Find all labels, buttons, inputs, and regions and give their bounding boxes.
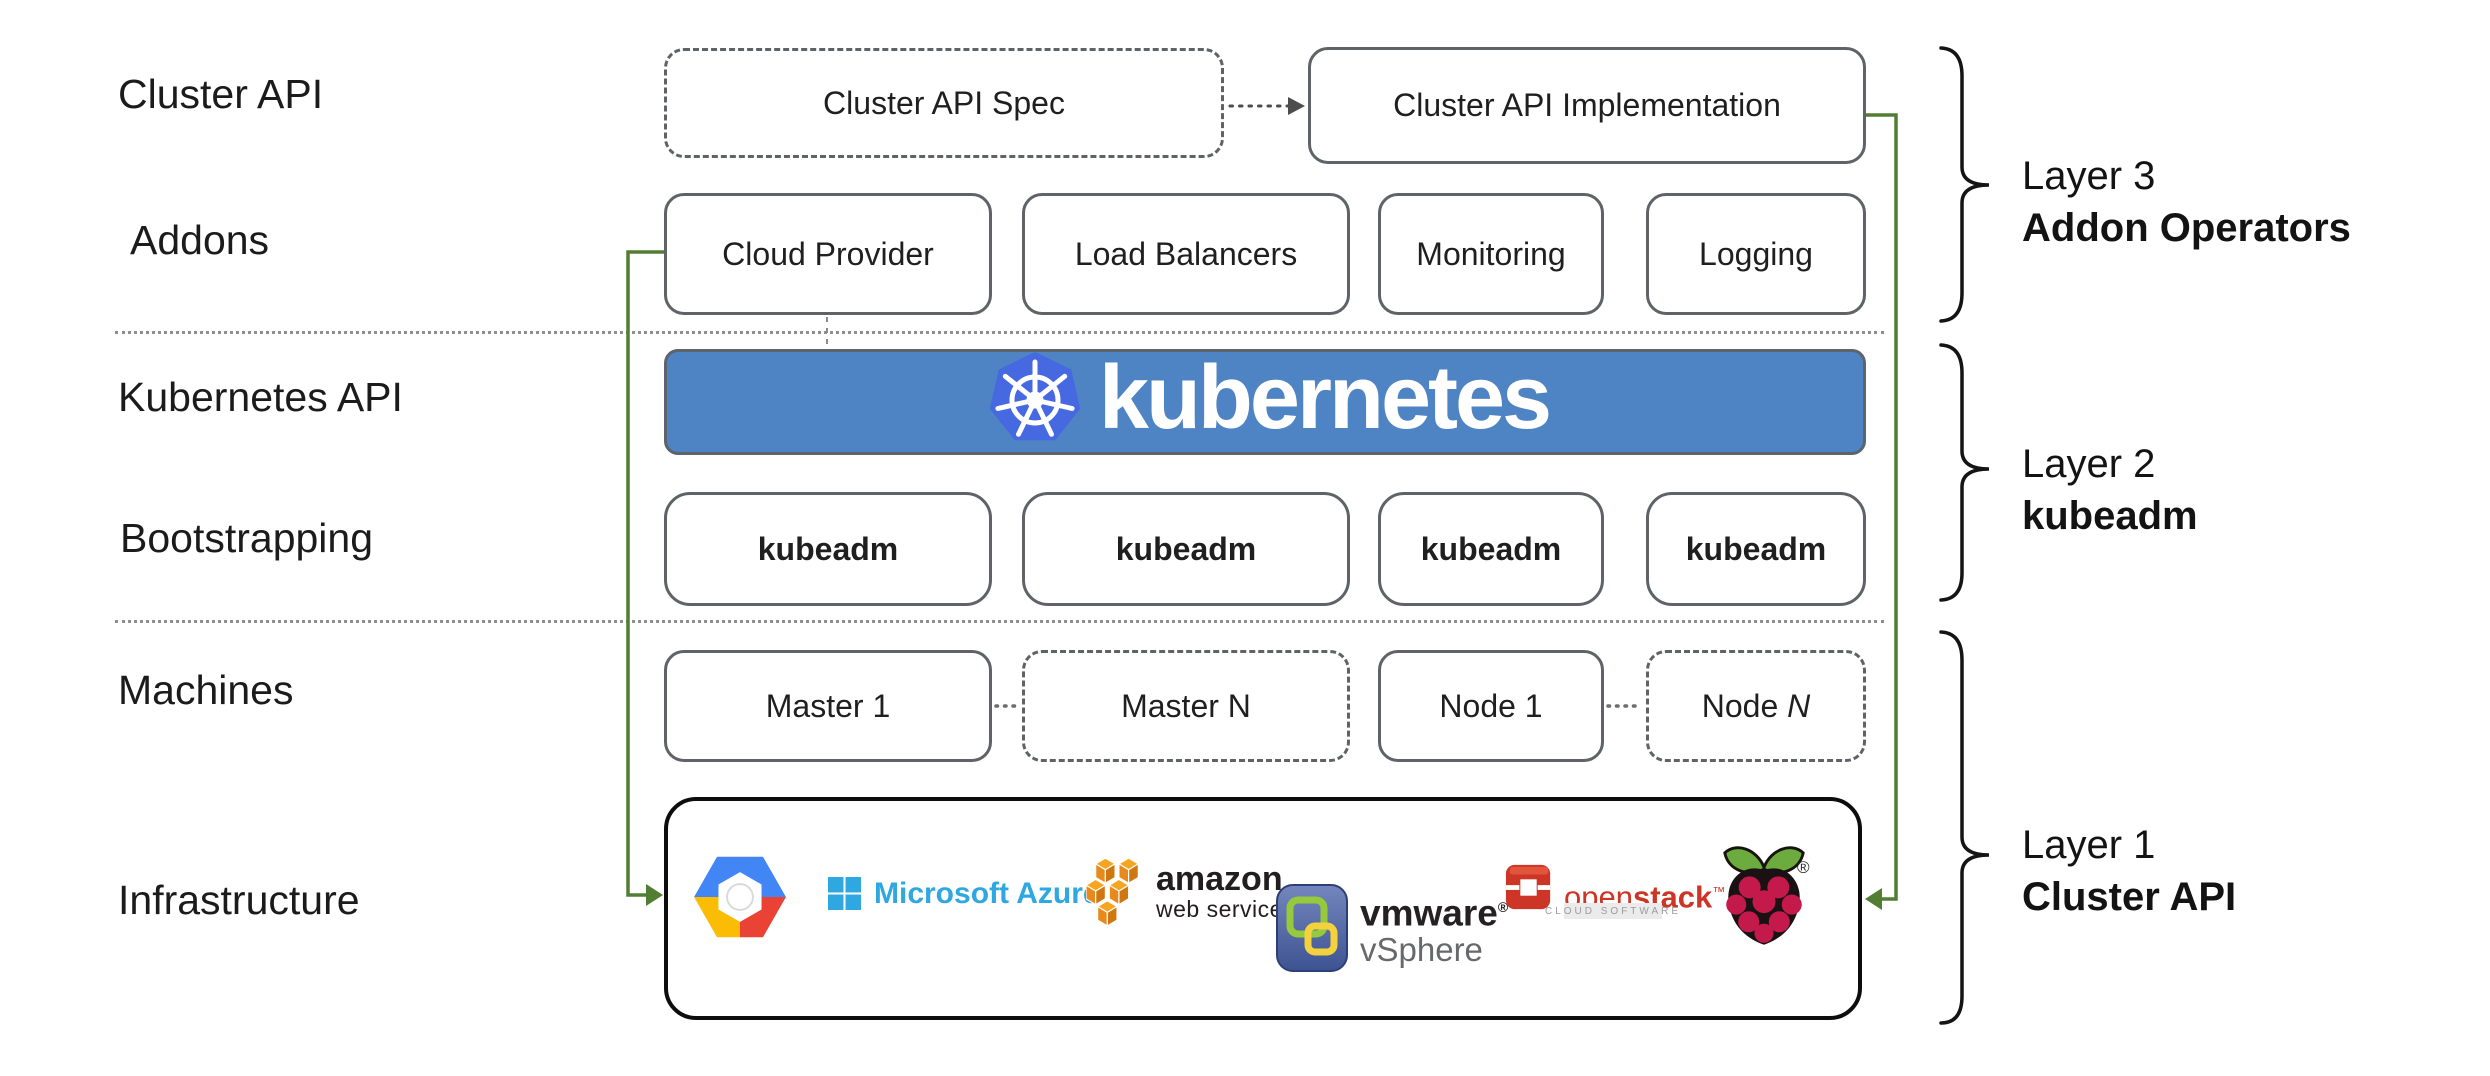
kubernetes-banner: kubernetes xyxy=(664,349,1866,455)
kubeadm-box-1: kubeadm xyxy=(664,492,992,606)
azure-windows-flag-icon xyxy=(828,877,861,910)
master-1-label: Master 1 xyxy=(765,687,891,724)
aws-cubes-icon xyxy=(1086,857,1140,927)
raspberry-pi-registered-mark: ® xyxy=(1797,858,1810,877)
logging-label: Logging xyxy=(1699,235,1813,272)
monitoring-label: Monitoring xyxy=(1416,235,1566,272)
layer-1-bracket xyxy=(1939,630,1990,1025)
layer-1-title: Layer 1 xyxy=(2022,823,2156,867)
green-arrow-left xyxy=(626,250,664,897)
kubeadm-label: kubeadm xyxy=(1115,530,1257,567)
addon-box-cloud-provider: Cloud Provider xyxy=(664,193,992,315)
layer-2-bracket xyxy=(1939,343,1990,602)
spec-to-implementation-arrowhead xyxy=(1288,97,1305,115)
green-arrowhead-right xyxy=(1865,888,1882,910)
addon-box-logging: Logging xyxy=(1646,193,1866,315)
openstack-cloud-software-bar: CLOUD SOFTWARE xyxy=(1545,903,1678,919)
aws-logo-text: amazon web services xyxy=(1156,862,1295,922)
load-balancers-label: Load Balancers xyxy=(1074,235,1298,272)
master-n-label: Master N xyxy=(1121,687,1251,724)
layer-2-label: Layer 2 kubeadm xyxy=(2022,438,2198,542)
layer-2-title: Layer 2 xyxy=(2022,442,2156,486)
cluster-api-spec-box: Cluster API Spec xyxy=(664,48,1224,158)
amazon-wordmark: amazon xyxy=(1156,860,1283,898)
web-services-text: web services xyxy=(1156,896,1295,922)
kubeadm-label: kubeadm xyxy=(1685,530,1827,567)
row-label-infrastructure: Infrastructure xyxy=(118,877,360,923)
layer-2-subtitle: kubeadm xyxy=(2022,494,2198,538)
layer-1-label: Layer 1 Cluster API xyxy=(2022,819,2236,923)
row-label-kubernetes-api: Kubernetes API xyxy=(118,374,403,420)
row-label-bootstrapping: Bootstrapping xyxy=(120,515,374,561)
layer-1-subtitle: Cluster API xyxy=(2022,875,2237,919)
cloud-provider-label: Cloud Provider xyxy=(722,235,934,272)
google-cloud-logo-icon xyxy=(694,856,786,938)
vmware-wordmark: vmware xyxy=(1360,892,1498,934)
kubernetes-logo-icon xyxy=(989,352,1081,441)
kubeadm-box-4: kubeadm xyxy=(1646,492,1866,606)
kubeadm-label: kubeadm xyxy=(1420,530,1562,567)
separator-top xyxy=(115,331,1884,334)
layer-3-bracket xyxy=(1939,46,1990,323)
node-1-label: Node 1 xyxy=(1439,687,1543,724)
cluster-api-spec-label: Cluster API Spec xyxy=(823,84,1065,121)
addon-box-load-balancers: Load Balancers xyxy=(1022,193,1350,315)
raspberry-pi-logo-icon xyxy=(1723,846,1805,945)
machine-box-master-1: Master 1 xyxy=(664,650,992,762)
separator-bottom xyxy=(115,620,1884,623)
kubeadm-box-3: kubeadm xyxy=(1378,492,1604,606)
cluster-api-implementation-box: Cluster API Implementation xyxy=(1308,47,1866,164)
machine-box-node-1: Node 1 xyxy=(1378,650,1604,762)
layer-3-subtitle: Addon Operators xyxy=(2022,206,2351,250)
node-n-label: Node N xyxy=(1701,687,1811,724)
kubeadm-box-2: kubeadm xyxy=(1022,492,1350,606)
layer-3-title: Layer 3 xyxy=(2022,154,2156,198)
row-label-machines: Machines xyxy=(118,667,294,713)
infrastructure-box xyxy=(664,797,1862,1020)
azure-logo-text: Microsoft Azure xyxy=(874,877,1100,910)
openstack-cube-icon xyxy=(1505,864,1551,910)
green-arrow-right xyxy=(1866,113,1898,901)
green-arrowhead-left xyxy=(646,884,663,906)
layer-3-label: Layer 3 Addon Operators xyxy=(2022,150,2351,254)
kubeadm-label: kubeadm xyxy=(757,530,899,567)
row-label-addons: Addons xyxy=(130,217,270,263)
row-label-cluster-api: Cluster API xyxy=(118,71,324,117)
vmware-vsphere-icon xyxy=(1276,884,1348,972)
cloud-software-text: CLOUD SOFTWARE xyxy=(1544,905,1682,917)
addon-box-monitoring: Monitoring xyxy=(1378,193,1604,315)
vmware-logo-text: vmware® vSphere xyxy=(1360,888,1508,968)
vsphere-text: vSphere xyxy=(1360,931,1483,969)
cluster-api-implementation-label: Cluster API Implementation xyxy=(1393,87,1781,123)
vmware-registered-mark: ® xyxy=(1497,899,1509,915)
machine-box-node-n: Node N xyxy=(1646,650,1866,762)
openstack-trademark: ™ xyxy=(1712,884,1726,899)
machine-box-master-n: Master N xyxy=(1022,650,1350,762)
kubernetes-wordmark: kubernetes xyxy=(1098,348,1552,448)
